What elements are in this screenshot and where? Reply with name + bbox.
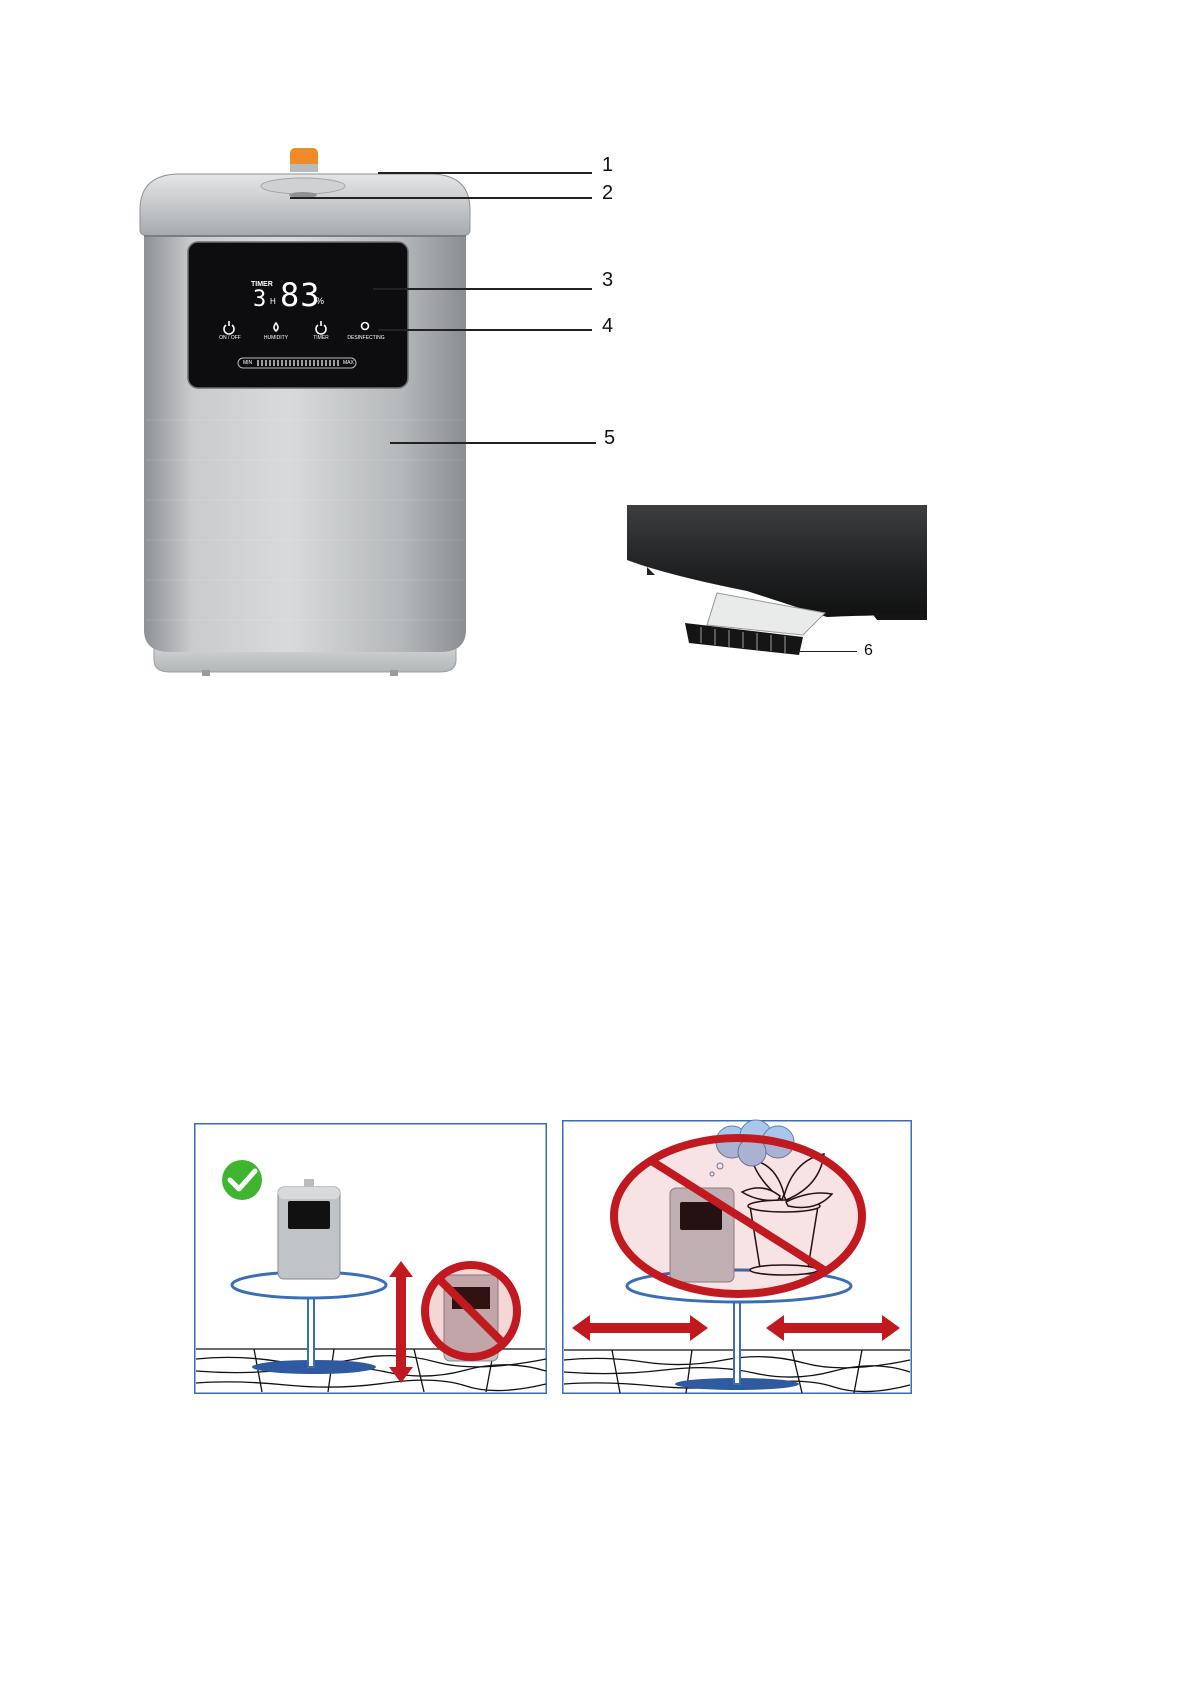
filter-tray-detail bbox=[627, 505, 927, 655]
lcd-slider-max: MAX bbox=[343, 360, 354, 366]
placement-panel-incorrect bbox=[562, 1119, 912, 1394]
lcd-button-humidity: HUMIDITY bbox=[263, 335, 289, 341]
lcd-timer-label: TIMER bbox=[251, 281, 273, 288]
lcd-humidity-value: 83 bbox=[280, 276, 321, 314]
lcd-button-timer: TIMER bbox=[313, 335, 329, 341]
lcd-timer-unit: H bbox=[270, 297, 276, 306]
lcd-timer-value: 3 bbox=[253, 287, 267, 312]
callout-line-4 bbox=[378, 329, 592, 331]
placement-panel-correct bbox=[194, 1123, 547, 1394]
callout-line-3 bbox=[373, 288, 592, 290]
callout-line-5 bbox=[390, 442, 596, 444]
humidifier-illustration bbox=[139, 148, 471, 676]
callout-number-6: 6 bbox=[864, 642, 873, 659]
callout-number-5: 5 bbox=[604, 427, 616, 449]
lcd-button-onoff: ON / OFF bbox=[219, 335, 241, 341]
lcd-slider-min: MIN bbox=[243, 360, 253, 366]
callout-line-1 bbox=[378, 172, 592, 174]
callout-number-1: 1 bbox=[602, 154, 614, 176]
callout-line-2 bbox=[290, 197, 592, 199]
callout-line-6 bbox=[795, 651, 857, 652]
callout-number-3: 3 bbox=[602, 269, 614, 291]
lcd-humidity-unit: % bbox=[316, 296, 325, 306]
lcd-button-disinfect: DESINFECTING bbox=[347, 335, 385, 341]
callout-number-2: 2 bbox=[602, 182, 614, 204]
callout-number-4: 4 bbox=[602, 315, 614, 337]
